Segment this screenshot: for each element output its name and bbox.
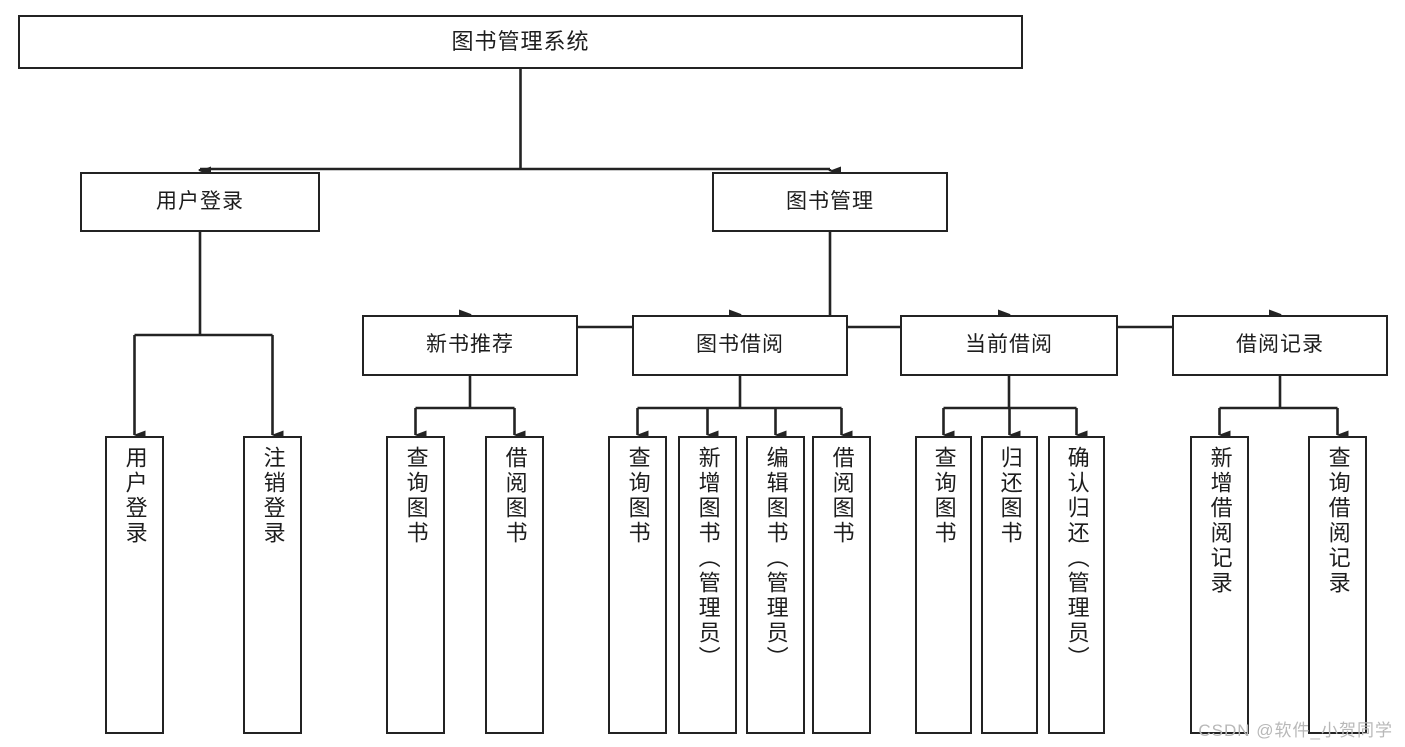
node-root[interactable]: 图书管理系统 (18, 15, 1023, 69)
node-borrow-record-label: 借阅记录 (1236, 333, 1324, 357)
leaf-query-book-recommend-label: 查询图书 (403, 446, 429, 546)
node-borrow-record[interactable]: 借阅记录 (1172, 315, 1388, 376)
node-root-label: 图书管理系统 (451, 29, 590, 55)
leaf-query-borrow-record[interactable]: 查询借阅记录 (1308, 436, 1367, 734)
leaf-query-book-recommend[interactable]: 查询图书 (386, 436, 445, 734)
leaf-borrow-book-recommend[interactable]: 借阅图书 (485, 436, 544, 734)
node-new-book-recommend[interactable]: 新书推荐 (362, 315, 578, 376)
node-book-borrow-label: 图书借阅 (696, 333, 784, 357)
leaf-return-book-label: 归还图书 (997, 446, 1023, 546)
leaf-edit-book[interactable]: 编辑图书（管理员） (746, 436, 805, 734)
node-current-borrow[interactable]: 当前借阅 (900, 315, 1118, 376)
node-current-borrow-label: 当前借阅 (965, 333, 1053, 357)
leaf-add-book-label: 新增图书（管理员） (695, 446, 721, 671)
leaf-query-book-borrow[interactable]: 查询图书 (608, 436, 667, 734)
node-book-borrow[interactable]: 图书借阅 (632, 315, 848, 376)
leaf-user-login[interactable]: 用户登录 (105, 436, 164, 734)
leaf-add-borrow-record-label: 新增借阅记录 (1207, 446, 1233, 596)
leaf-user-login-label: 用户登录 (122, 446, 148, 546)
leaf-confirm-return[interactable]: 确认归还（管理员） (1048, 436, 1105, 734)
node-book-manage[interactable]: 图书管理 (712, 172, 948, 232)
node-book-manage-label: 图书管理 (786, 189, 874, 213)
leaf-add-borrow-record[interactable]: 新增借阅记录 (1190, 436, 1249, 734)
leaf-query-borrow-record-label: 查询借阅记录 (1325, 446, 1351, 596)
leaf-borrow-book-recommend-label: 借阅图书 (502, 446, 528, 546)
leaf-logout-label: 注销登录 (260, 446, 286, 546)
leaf-query-book-current[interactable]: 查询图书 (915, 436, 972, 734)
leaf-edit-book-label: 编辑图书（管理员） (763, 446, 789, 671)
leaf-borrow-book-label: 借阅图书 (829, 446, 855, 546)
node-new-book-recommend-label: 新书推荐 (426, 333, 514, 357)
leaf-logout[interactable]: 注销登录 (243, 436, 302, 734)
leaf-add-book[interactable]: 新增图书（管理员） (678, 436, 737, 734)
leaf-borrow-book[interactable]: 借阅图书 (812, 436, 871, 734)
node-user-login-label: 用户登录 (156, 189, 244, 213)
leaf-confirm-return-label: 确认归还（管理员） (1064, 446, 1090, 671)
leaf-query-book-borrow-label: 查询图书 (625, 446, 651, 546)
leaf-return-book[interactable]: 归还图书 (981, 436, 1038, 734)
csdn-watermark: CSDN @软件_小贺同学 (1198, 721, 1393, 740)
leaf-query-book-current-label: 查询图书 (931, 446, 957, 546)
node-user-login[interactable]: 用户登录 (80, 172, 320, 232)
